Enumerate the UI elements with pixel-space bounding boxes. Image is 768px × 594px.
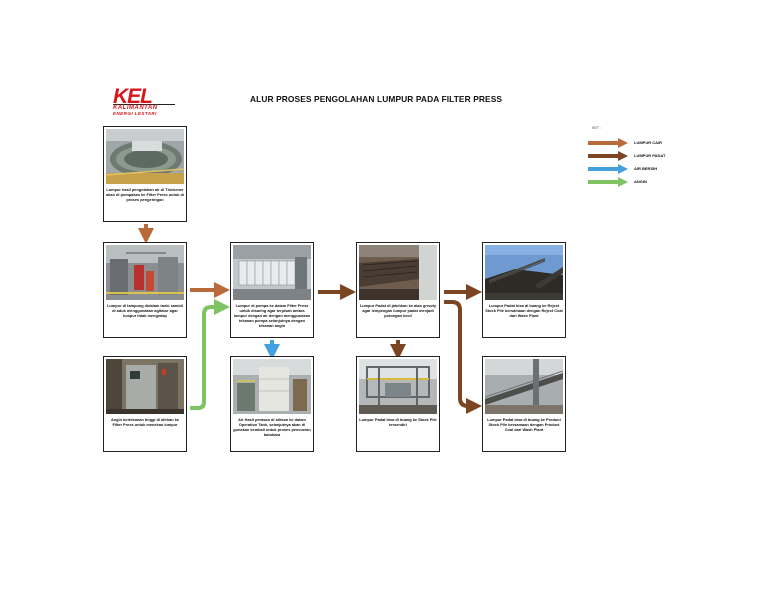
stockpile-photo — [359, 359, 437, 414]
product-caption: Lumpur Padat bisa di buang ke Product St… — [487, 417, 561, 432]
grizzly-caption: Lumpur Padat di jatuhkan ke atas grezzly… — [359, 303, 437, 318]
legend-arrow-lumpur-cair — [588, 138, 628, 148]
legend-arrow-air-bersih — [588, 164, 628, 174]
step-stockpile: Lumpur Padat bisa di buang ke Stock Pile… — [356, 356, 440, 452]
stockpile-caption: Lumpur Padat bisa di buang ke Stock Pile… — [359, 417, 437, 427]
legend-label-lumpur-padat: LUMPUR PADAT — [634, 153, 666, 158]
step-product: Lumpur Padat bisa di buang ke Product St… — [482, 356, 566, 452]
step-filterpress: Lumpur di pompa ke dalam Filter Press un… — [230, 242, 314, 338]
arrow-grizzly-to-product — [444, 300, 482, 414]
legend-label-angin: ANGIN — [634, 179, 647, 184]
watertank-photo — [233, 359, 311, 414]
step-compressor: Angin bertekanan tinggi di alirkan ke Fi… — [103, 356, 187, 452]
arrow-compressor-to-filterpress — [190, 299, 230, 410]
reject-photo — [485, 245, 563, 300]
legend-label-air-bersih: AIR BERSIH — [634, 166, 658, 171]
logo-line-1: KALIMANTAN — [113, 105, 158, 111]
filterpress-caption: Lumpur di pompa ke dalam Filter Press un… — [233, 303, 311, 328]
reject-caption: Lumpur Padat bisa di buang ke Reject Sto… — [485, 303, 563, 318]
company-logo: KEL KALIMANTAN ENERGI LESTARI — [113, 85, 183, 116]
logo-mark: KEL — [113, 85, 153, 108]
logo-line-2: ENERGI LESTARI — [113, 111, 157, 116]
step-tank: Lumpur di tampung didalam tanki sambil d… — [103, 242, 187, 338]
legend-item-angin: ANGIN — [588, 177, 668, 187]
legend-item-air-bersih: AIR BERSIH — [588, 164, 668, 174]
tank-caption: Lumpur di tampung didalam tanki sambil d… — [107, 303, 183, 318]
legend-label-lumpur-cair: LUMPUR CAIR — [634, 140, 662, 145]
legend-item-lumpur-cair: LUMPUR CAIR — [588, 138, 668, 148]
legend-heading: KET : — [592, 126, 601, 130]
grizzly-photo — [359, 245, 437, 300]
legend-item-lumpur-padat: LUMPUR PADAT — [588, 151, 668, 161]
watertank-caption: Air Hasil perasan di alirkan ke dalam Op… — [233, 417, 311, 437]
page-title: ALUR PROSES PENGOLAHAN LUMPUR PADA FILTE… — [250, 94, 503, 104]
thickener-photo — [106, 129, 184, 184]
step-thickener: Lumpur hasil pengolahan air di Thickener… — [103, 126, 187, 222]
filterpress-photo — [233, 245, 311, 300]
tank-photo — [106, 245, 184, 300]
legend-arrow-angin — [588, 177, 628, 187]
legend-arrow-lumpur-padat — [588, 151, 628, 161]
product-photo — [485, 359, 563, 414]
step-reject: Lumpur Padat bisa di buang ke Reject Sto… — [482, 242, 566, 338]
step-watertank: Air Hasil perasan di alirkan ke dalam Op… — [230, 356, 314, 452]
step-grizzly: Lumpur Padat di jatuhkan ke atas grezzly… — [356, 242, 440, 338]
logo-divider — [113, 104, 175, 105]
thickener-caption: Lumpur hasil pengolahan air di Thickener… — [106, 187, 184, 202]
compressor-photo — [106, 359, 184, 414]
compressor-caption: Angin bertekanan tinggi di alirkan ke Fi… — [110, 417, 180, 427]
legend: KET : LUMPUR CAIR LUMPUR PADAT AIR BERSI… — [588, 126, 668, 196]
